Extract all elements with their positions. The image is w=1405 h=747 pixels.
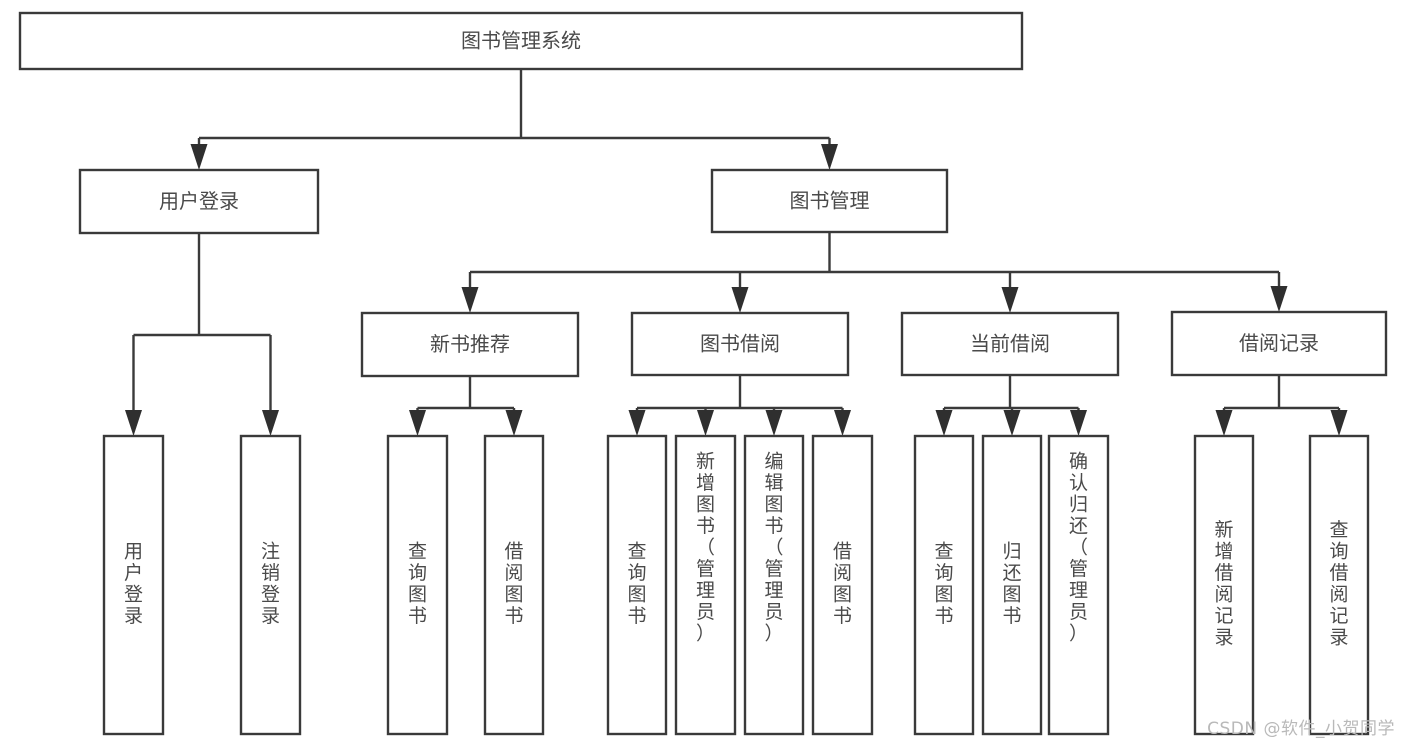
node-box-leaf-confirm-return[interactable] [1047,434,1110,736]
node-new-book-recommend[interactable]: 新书推荐 [360,311,580,378]
node-box-leaf-query-book-1[interactable] [386,434,449,736]
node-label-user-login: 用户登录 [159,189,239,213]
node-box-user-login[interactable] [78,168,320,235]
connector-bus-root [190,69,838,170]
node-leaf-query-book-3[interactable]: 查询图书 [913,434,975,736]
node-leaf-add-record[interactable]: 新增借阅记录 [1193,434,1255,736]
node-label-new-book-recommend: 新书推荐 [430,332,510,356]
node-leaf-borrow-book-1[interactable]: 借阅图书 [483,434,545,736]
node-box-leaf-user-login[interactable] [102,434,165,736]
node-label-leaf-add-book: 新增图书（管理员） [696,451,715,645]
node-box-leaf-return-book[interactable] [981,434,1043,736]
node-leaf-query-book-2[interactable]: 查询图书 [606,434,668,736]
node-box-book-manage[interactable] [710,168,949,234]
node-leaf-user-login[interactable]: 用户登录 [102,434,165,736]
arrow-icon [731,287,749,313]
node-leaf-query-book-1[interactable]: 查询图书 [386,434,449,736]
arrow-icon [409,410,426,436]
node-label-borrow-record: 借阅记录 [1239,331,1319,355]
node-leaf-borrow-book-2[interactable]: 借阅图书 [811,434,874,736]
arrow-icon [765,410,783,436]
node-label-leaf-user-login: 用户登录 [124,541,143,628]
arrow-icon [262,410,279,436]
node-leaf-query-record[interactable]: 查询借阅记录 [1308,434,1370,736]
node-leaf-add-book[interactable]: 新增图书（管理员） [674,434,737,736]
connector-bus-borrow-record [1215,375,1348,436]
node-box-leaf-query-book-2[interactable] [606,434,668,736]
node-book-manage[interactable]: 图书管理 [710,168,949,234]
node-label-leaf-confirm-return: 确认归还（管理员） [1069,451,1088,645]
node-box-leaf-query-book-3[interactable] [913,434,975,736]
node-box-leaf-add-record[interactable] [1193,434,1255,736]
node-label-current-borrow: 当前借阅 [970,332,1050,356]
arrow-icon [1330,410,1348,436]
arrow-icon [628,410,646,436]
arrow-icon [1270,286,1288,312]
arrow-icon [834,410,851,436]
node-label-leaf-query-book-2: 查询图书 [627,541,646,628]
arrow-icon [1003,410,1021,436]
node-box-leaf-logout-login[interactable] [239,434,302,736]
node-box-leaf-add-book[interactable] [674,434,737,736]
node-box-current-borrow[interactable] [900,311,1120,377]
arrow-icon [125,410,142,436]
node-label-book-manage: 图书管理 [790,189,870,213]
node-box-borrow-record[interactable] [1170,310,1388,377]
node-box-leaf-query-record[interactable] [1308,434,1370,736]
connector-layer [125,69,1348,436]
node-leaf-logout-login[interactable]: 注销登录 [239,434,302,736]
node-box-new-book-recommend[interactable] [360,311,580,378]
node-label-leaf-add-record: 新增借阅记录 [1214,519,1233,649]
node-label-root: 图书管理系统 [461,29,581,53]
arrow-icon [697,410,714,436]
node-label-leaf-return-book: 归还图书 [1002,541,1021,628]
node-box-leaf-edit-book[interactable] [743,434,805,736]
node-leaf-confirm-return[interactable]: 确认归还（管理员） [1047,434,1110,736]
node-box-book-borrow[interactable] [630,311,850,377]
node-label-leaf-borrow-book-2: 借阅图书 [833,541,852,628]
arrow-icon [505,410,523,436]
node-layer: 图书管理系统用户登录图书管理新书推荐图书借阅当前借阅借阅记录用户登录注销登录查询… [18,11,1388,736]
connector-bus-book-borrow [628,375,851,436]
arrow-icon [1001,287,1019,313]
connector-bus-new-book-recommend [409,376,523,436]
node-leaf-edit-book[interactable]: 编辑图书（管理员） [743,434,805,736]
arrow-icon [935,410,953,436]
arrow-icon [1215,410,1233,436]
node-box-root[interactable] [18,11,1024,71]
arrow-icon [821,144,838,170]
node-book-borrow[interactable]: 图书借阅 [630,311,850,377]
node-label-leaf-query-book-3: 查询图书 [934,541,953,628]
node-label-leaf-borrow-book-1: 借阅图书 [504,541,523,628]
node-box-leaf-borrow-book-2[interactable] [811,434,874,736]
watermark-label: CSDN @软件_小贺同学 [1207,719,1395,739]
connector-bus-book-manage [461,232,1288,313]
arrow-icon [1070,410,1087,436]
node-current-borrow[interactable]: 当前借阅 [900,311,1120,377]
arrow-icon [190,144,208,170]
node-label-leaf-query-record: 查询借阅记录 [1329,519,1348,649]
connector-bus-user-login [125,233,279,436]
arrow-icon [461,287,479,313]
node-label-leaf-logout-login: 注销登录 [261,541,280,628]
node-leaf-return-book[interactable]: 归还图书 [981,434,1043,736]
node-box-leaf-borrow-book-1[interactable] [483,434,545,736]
node-label-leaf-query-book-1: 查询图书 [408,541,427,628]
node-user-login[interactable]: 用户登录 [78,168,320,235]
node-label-leaf-edit-book: 编辑图书（管理员） [764,451,783,645]
node-borrow-record[interactable]: 借阅记录 [1170,310,1388,377]
node-label-book-borrow: 图书借阅 [700,332,780,356]
connector-bus-current-borrow [935,375,1087,436]
node-root[interactable]: 图书管理系统 [18,11,1024,71]
